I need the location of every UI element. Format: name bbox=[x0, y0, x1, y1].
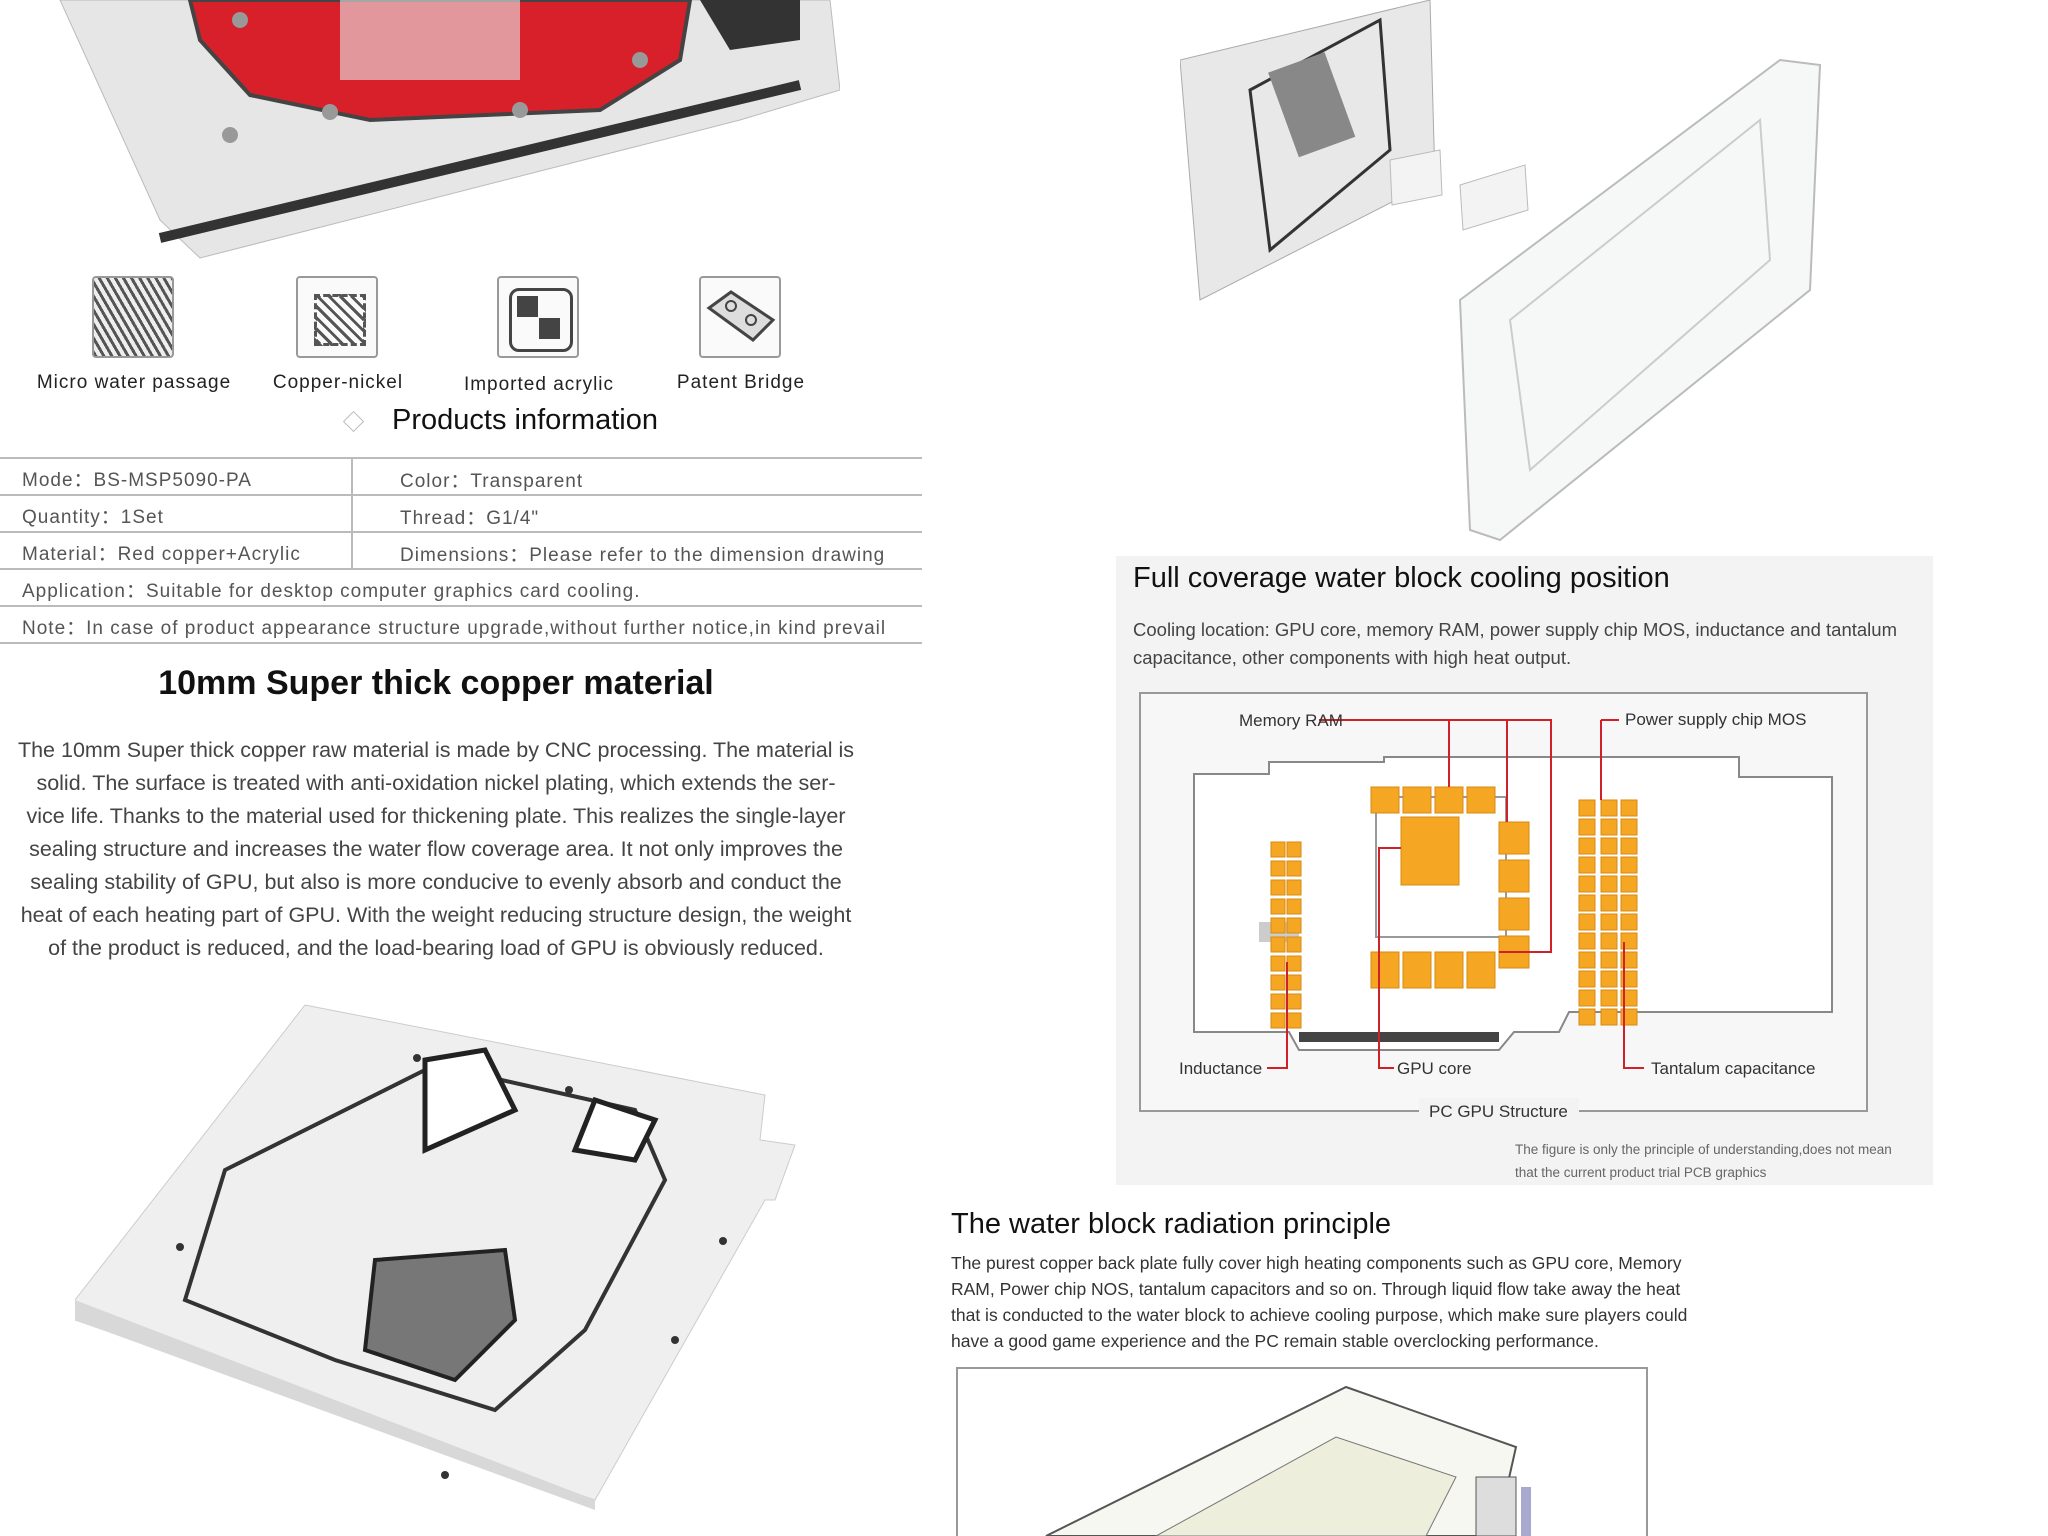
copper-paragraph-line: of the product is reduced, and the load-… bbox=[48, 936, 824, 960]
component-pad bbox=[1620, 875, 1638, 893]
component-pad bbox=[1286, 917, 1302, 934]
label-gpu-core: GPU core bbox=[1397, 1059, 1472, 1078]
products-info-heading: Products information bbox=[392, 404, 658, 436]
component-pad bbox=[1600, 894, 1618, 912]
component-pad bbox=[1600, 932, 1618, 950]
component-pad bbox=[1578, 989, 1596, 1007]
component-pad bbox=[1620, 837, 1638, 855]
copper-paragraph-line: vice life. Thanks to the material used f… bbox=[26, 804, 846, 828]
feature-label: Patent Bridge bbox=[676, 372, 806, 393]
component-pad bbox=[1270, 993, 1286, 1010]
component-pad bbox=[1270, 860, 1286, 877]
copper-nickel-icon bbox=[296, 276, 378, 358]
component-pad bbox=[1286, 1012, 1302, 1029]
component-pad bbox=[1270, 879, 1286, 896]
component-pad bbox=[1578, 837, 1596, 855]
table-cell-note: Note：In case of product appearance struc… bbox=[22, 618, 887, 639]
feature-label: Copper-nickel bbox=[272, 372, 404, 393]
table-cell-material: Material：Red copper+Acrylic bbox=[22, 544, 301, 565]
component-pad bbox=[1270, 1012, 1286, 1029]
component-pad bbox=[1270, 917, 1286, 934]
cooling-desc-line: Cooling location: GPU core, memory RAM, … bbox=[1133, 619, 1897, 640]
figure-note-line: The figure is only the principle of unde… bbox=[1515, 1142, 1892, 1157]
component-pad bbox=[1578, 951, 1596, 969]
exploded-view-image bbox=[1180, 0, 1822, 542]
component-pad bbox=[1270, 841, 1286, 858]
component-pad bbox=[1286, 841, 1302, 858]
copper-plate-image bbox=[75, 1004, 796, 1510]
radiation-paragraph-line: have a good game experience and the PC r… bbox=[951, 1331, 1599, 1351]
component-pad bbox=[1578, 875, 1596, 893]
component-pad bbox=[1286, 974, 1302, 991]
label-inductance: Inductance bbox=[1179, 1059, 1262, 1078]
product-photo-red-waterblock bbox=[59, 0, 840, 259]
component-pad bbox=[1620, 799, 1638, 817]
label-tantalum-capacitance: Tantalum capacitance bbox=[1651, 1059, 1815, 1078]
copper-paragraph-line: sealing structure and increases the wate… bbox=[29, 837, 843, 861]
copper-paragraph-line: The 10mm Super thick copper raw material… bbox=[17, 738, 855, 762]
component-pad bbox=[1270, 974, 1286, 991]
component-pad bbox=[1578, 1008, 1596, 1026]
copper-paragraph-line: solid. The surface is treated with anti-… bbox=[36, 771, 836, 795]
radiation-paragraph-line: The purest copper back plate fully cover… bbox=[951, 1253, 1682, 1273]
component-pad bbox=[1600, 856, 1618, 874]
component-pad bbox=[1600, 818, 1618, 836]
radiation-paragraph-line: RAM, Power chip NOS, tantalum capacitors… bbox=[951, 1279, 1681, 1299]
component-pad bbox=[1286, 898, 1302, 915]
component-pad bbox=[1578, 799, 1596, 817]
gpu-core-chip bbox=[1400, 816, 1460, 886]
component-pad bbox=[1286, 936, 1302, 953]
radiation-diagram-image bbox=[956, 1367, 1648, 1536]
copper-heading: 10mm Super thick copper material bbox=[158, 664, 714, 702]
component-pad bbox=[1620, 856, 1638, 874]
component-pad bbox=[1578, 856, 1596, 874]
component-pad bbox=[1578, 818, 1596, 836]
pcb-diagram: Memory RAM Power supply chip MOS Inducta… bbox=[1139, 692, 1868, 1124]
copper-paragraph-line: sealing stability of GPU, but also is mo… bbox=[30, 870, 842, 894]
label-memory-ram: Memory RAM bbox=[1239, 711, 1343, 730]
component-pad bbox=[1286, 993, 1302, 1010]
component-pad bbox=[1620, 818, 1638, 836]
component-pad bbox=[1578, 932, 1596, 950]
component-pad bbox=[1286, 955, 1302, 972]
component-pad bbox=[1600, 875, 1618, 893]
radiation-heading: The water block radiation principle bbox=[951, 1208, 1392, 1240]
component-pad bbox=[1600, 799, 1618, 817]
table-cell-mode: Mode：BS-MSP5090-PA bbox=[22, 470, 252, 491]
cooling-heading: Full coverage water block cooling positi… bbox=[1133, 562, 1670, 594]
feature-label: Micro water passage bbox=[36, 372, 232, 393]
label-power-supply-mos: Power supply chip MOS bbox=[1625, 710, 1806, 729]
component-pad bbox=[1270, 955, 1286, 972]
component-pad bbox=[1286, 860, 1302, 877]
table-cell-application: Application：Suitable for desktop compute… bbox=[22, 581, 641, 602]
table-cell-thread: Thread：G1/4" bbox=[400, 508, 540, 529]
component-pad bbox=[1600, 951, 1618, 969]
component-pad bbox=[1600, 1008, 1618, 1026]
component-pad bbox=[1620, 894, 1638, 912]
component-pad bbox=[1600, 913, 1618, 931]
component-pad bbox=[1286, 879, 1302, 896]
component-pad bbox=[1600, 837, 1618, 855]
table-cell-dimensions: Dimensions：Please refer to the dimension… bbox=[400, 545, 886, 566]
component-pad bbox=[1578, 970, 1596, 988]
component-pad bbox=[1578, 913, 1596, 931]
micro-water-passage-icon bbox=[92, 276, 174, 358]
component-pad bbox=[1620, 913, 1638, 931]
component-pad bbox=[1270, 898, 1286, 915]
component-pad bbox=[1600, 989, 1618, 1007]
copper-paragraph-line: heat of each heating part of GPU. With t… bbox=[20, 903, 852, 927]
patent-bridge-icon bbox=[699, 276, 781, 358]
table-cell-quantity: Quantity：1Set bbox=[22, 507, 164, 528]
table-cell-color: Color：Transparent bbox=[400, 471, 584, 492]
component-pad bbox=[1600, 970, 1618, 988]
feature-label: Imported acrylic bbox=[463, 374, 615, 395]
component-pad bbox=[1578, 894, 1596, 912]
imported-acrylic-icon bbox=[497, 276, 579, 358]
radiation-paragraph-line: that is conducted to the water block to … bbox=[951, 1305, 1688, 1325]
component-pad bbox=[1270, 936, 1286, 953]
figure-note-line: that the current product trial PCB graph… bbox=[1515, 1165, 1767, 1180]
cooling-desc-line: capacitance, other components with high … bbox=[1133, 647, 1572, 668]
diamond-icon bbox=[342, 410, 365, 433]
diagram-title: PC GPU Structure bbox=[1429, 1102, 1568, 1121]
